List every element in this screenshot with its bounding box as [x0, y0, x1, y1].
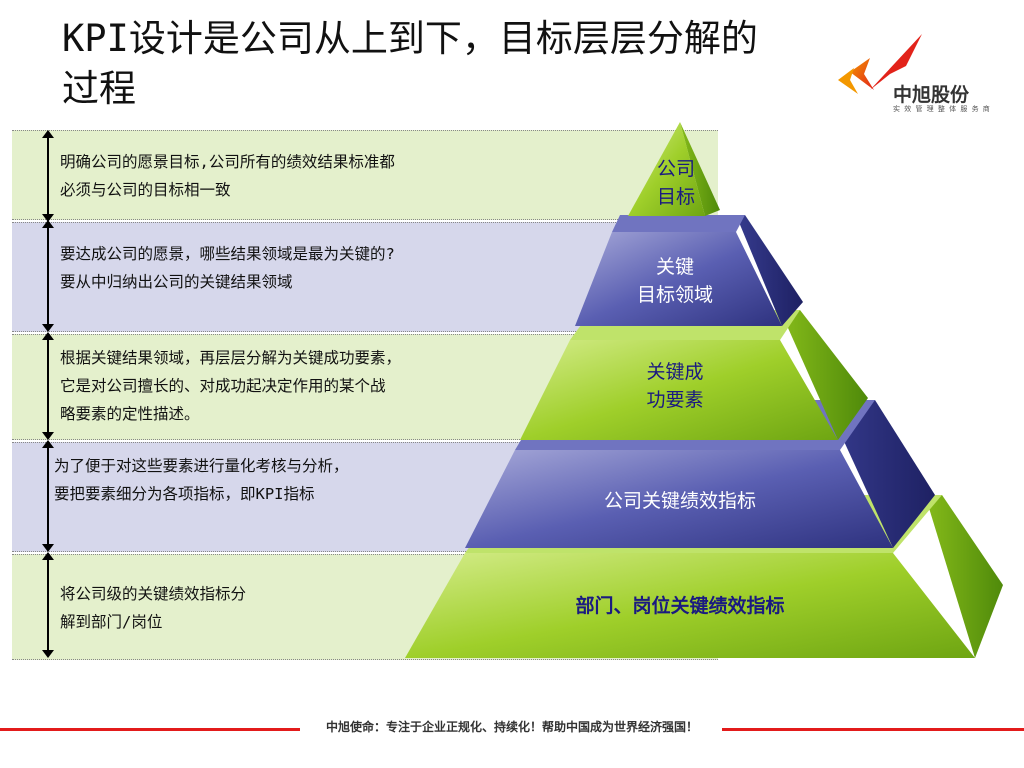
pyramid-tier-1-label: 公司 目标: [656, 158, 695, 208]
span-arrow-5: [42, 552, 54, 658]
pyramid-tier-5-label: 部门、岗位关键绩效指标: [575, 595, 785, 617]
company-logo: [838, 34, 922, 94]
pyramid-tier-2: [575, 215, 803, 326]
footer-mission-text: 中旭使命：专注于企业正规化、持续化！帮助中国成为世界经济强国！: [317, 720, 706, 734]
band-1-text: 明确公司的愿景目标,公司所有的绩效结果标准都 必须与公司的目标相一致: [60, 153, 395, 199]
footer-line-right: [722, 728, 1024, 731]
span-arrow-4: [42, 440, 54, 552]
page-title: KPI设计是公司从上到下，目标层层分解的过程: [62, 17, 758, 110]
pyramid-tier-4-label: 公司关键绩效指标: [603, 490, 756, 512]
band-1: [12, 130, 718, 220]
band-2-text: 要达成公司的愿景，哪些结果领域是最为关键的? 要从中归纳出公司的关键结果领域: [60, 245, 395, 291]
span-arrow-1: [42, 130, 54, 222]
pyramid-tier-2-label: 关键 目标领域: [636, 256, 713, 306]
footer-line-left: [0, 728, 300, 731]
kpi-pyramid: [405, 122, 1003, 658]
band-4-text: 为了便于对这些要素进行量化考核与分析， 要把要素细分为各项指标，即KPI指标: [54, 457, 349, 503]
span-arrow-3: [42, 332, 54, 440]
band-5-text: 将公司级的关键绩效指标分 解到部门/岗位: [60, 585, 247, 631]
band-3-text: 根据关键结果领域，再层层分解为关键成功要素， 它是对公司擅长的、对成功起决定作用…: [60, 349, 402, 423]
span-arrow-2: [42, 220, 54, 332]
footer-mission: 中旭使命：专注于企业正规化、持续化！帮助中国成为世界经济强国！: [0, 718, 1024, 735]
logo-subtitle: 实 效 管 理 整 体 服 务 商: [893, 105, 991, 113]
pyramid-tier-3-label: 关键成 功要素: [646, 361, 704, 411]
logo-name: 中旭股份: [893, 84, 970, 106]
pyramid-tier-1: [628, 122, 720, 216]
